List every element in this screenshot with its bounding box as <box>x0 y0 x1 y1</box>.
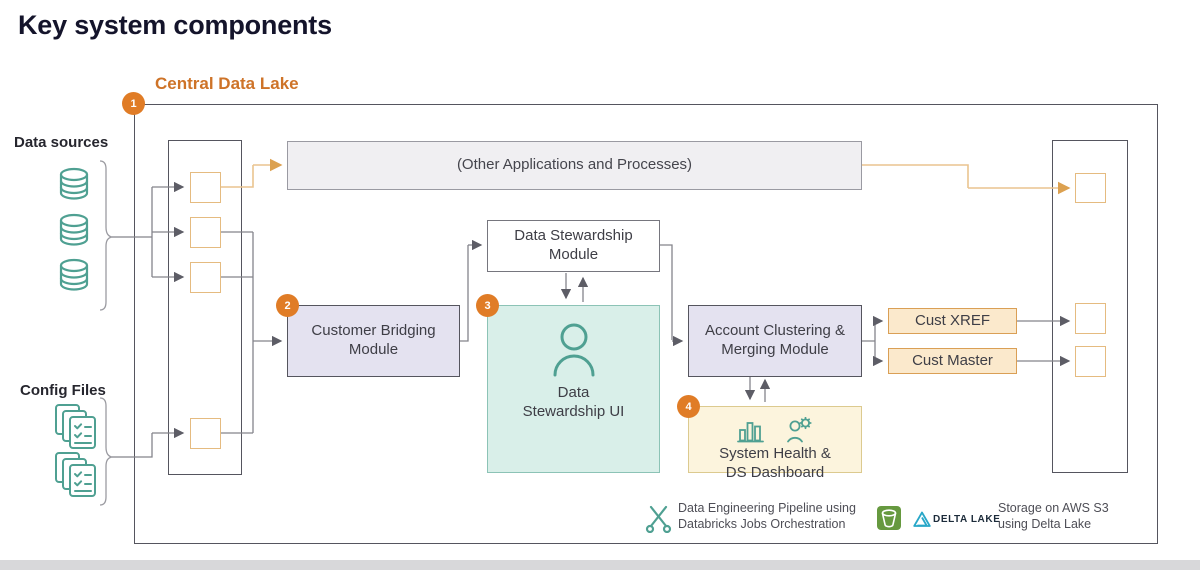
person-icon <box>550 322 598 378</box>
cbm-label-line1: Customer Bridging <box>311 322 436 340</box>
landing-slot <box>190 418 221 449</box>
config-files-label: Config Files <box>20 382 106 399</box>
acm-label-line2: Merging Module <box>721 341 829 358</box>
badge-2: 2 <box>276 294 299 317</box>
system-health-dashboard-box: System Health & DS Dashboard <box>688 406 862 481</box>
other-applications-box: (Other Applications and Processes) <box>287 141 862 190</box>
landing-slot <box>1075 346 1106 377</box>
config-files-bracket <box>99 397 113 506</box>
badge-1: 1 <box>122 92 145 115</box>
landing-slot <box>190 262 221 293</box>
data-sources-label: Data sources <box>14 134 109 151</box>
storage-legend-line1: Storage on AWS S3 <box>998 501 1109 515</box>
landing-slot <box>190 217 221 248</box>
tools-icon <box>645 503 672 534</box>
cbm-label-line2: Module <box>348 341 399 358</box>
dsui-label-line1: Data <box>557 384 590 401</box>
database-icon <box>57 167 91 201</box>
health-label-line2: DS Dashboard <box>725 463 825 481</box>
cust-xref-label: Cust XREF <box>914 311 990 329</box>
data-stewardship-module-box: Data Stewardship Module <box>487 220 660 272</box>
databricks-legend-line2: Databricks Jobs Orchestration <box>678 517 846 531</box>
database-icon <box>57 258 91 292</box>
s3-bucket-icon <box>877 506 901 530</box>
acm-label-line1: Account Clustering & <box>704 322 846 340</box>
person-gear-icon <box>785 416 813 443</box>
landing-slot <box>1075 173 1106 203</box>
databricks-legend-text: Data Engineering Pipeline using Databric… <box>678 500 868 532</box>
health-label-line1: System Health & <box>719 445 831 462</box>
badge-3: 3 <box>476 294 499 317</box>
cust-master-label: Cust Master <box>912 351 993 369</box>
badge-4: 4 <box>677 395 700 418</box>
page-title: Key system components <box>18 10 332 40</box>
central-data-lake-container <box>134 104 1158 544</box>
dsm-label-line1: Data Stewardship <box>514 227 633 245</box>
dsui-label-line2: Stewardship UI <box>522 402 625 420</box>
dsm-label-line2: Module <box>548 246 599 263</box>
config-files-icon <box>54 403 100 451</box>
bar-chart-icon <box>737 420 765 443</box>
databricks-legend-line1: Data Engineering Pipeline using <box>678 501 856 515</box>
storage-legend-text: Storage on AWS S3 using Delta Lake <box>998 500 1138 532</box>
customer-bridging-module-box: Customer Bridging Module <box>287 305 460 377</box>
bottom-edge-strip <box>0 560 1200 570</box>
data-stewardship-ui-box: Data Stewardship UI <box>487 305 660 473</box>
landing-slot <box>190 172 221 203</box>
delta-lake-logo-icon <box>913 511 931 528</box>
config-files-icon <box>54 451 100 499</box>
other-applications-label: (Other Applications and Processes) <box>456 156 693 174</box>
landing-slot <box>1075 303 1106 334</box>
data-sources-bracket <box>99 160 113 311</box>
cust-xref-box: Cust XREF <box>888 308 1017 334</box>
account-clustering-module-box: Account Clustering & Merging Module <box>688 305 862 377</box>
central-data-lake-label: Central Data Lake <box>155 74 299 93</box>
cust-master-box: Cust Master <box>888 348 1017 374</box>
storage-legend-line2: using Delta Lake <box>998 517 1092 531</box>
delta-lake-wordmark: DELTA LAKE <box>933 514 1001 525</box>
database-icon <box>57 213 91 247</box>
